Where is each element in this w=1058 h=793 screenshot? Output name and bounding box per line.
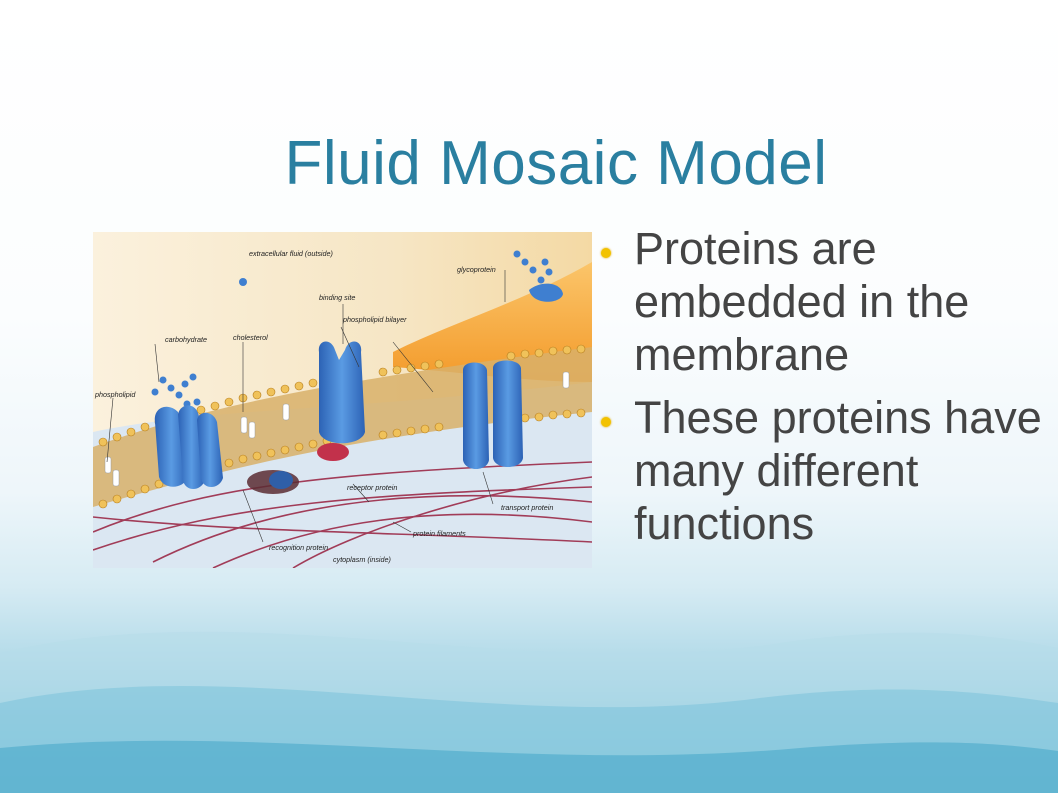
glycoprotein xyxy=(513,250,563,302)
label-glycoprotein: glycoprotein xyxy=(457,265,496,274)
label-binding-site: binding site xyxy=(319,293,355,302)
bullet-text: Proteins are embedded in the membrane xyxy=(634,223,970,380)
cell-membrane-diagram: extracellular fluid (outside) glycoprote… xyxy=(93,232,592,568)
label-inside: cytoplasm (inside) xyxy=(333,555,391,564)
cholesterol xyxy=(104,371,570,487)
bullet-dot-icon xyxy=(601,248,611,258)
label-receptor-protein: receptor protein xyxy=(347,483,397,492)
bullet-list: Proteins are embedded in the membrane Th… xyxy=(598,222,1048,560)
carbohydrate xyxy=(151,278,247,408)
transport-protein xyxy=(463,360,523,469)
label-cholesterol: cholesterol xyxy=(233,333,268,342)
label-transport-protein: transport protein xyxy=(501,503,553,512)
slide-title: Fluid Mosaic Model xyxy=(284,129,828,198)
receptor-protein xyxy=(317,443,349,461)
bullet-item: These proteins have many different funct… xyxy=(598,391,1048,550)
label-recognition-protein: recognition protein xyxy=(269,543,328,552)
bullet-item: Proteins are embedded in the membrane xyxy=(598,222,1048,381)
bullet-text: These proteins have many different funct… xyxy=(634,392,1042,549)
label-phospholipid: phospholipid xyxy=(94,390,136,399)
bullet-dot-icon xyxy=(601,417,611,427)
label-outside: extracellular fluid (outside) xyxy=(249,249,333,258)
recognition-protein xyxy=(154,405,223,489)
label-carbohydrate: carbohydrate xyxy=(165,335,207,344)
binding-site-protein xyxy=(318,341,365,444)
background-wave xyxy=(0,631,1058,793)
label-protein-filaments: protein filaments xyxy=(412,529,466,538)
label-phospholipid-bilayer: phospholipid bilayer xyxy=(342,315,407,324)
